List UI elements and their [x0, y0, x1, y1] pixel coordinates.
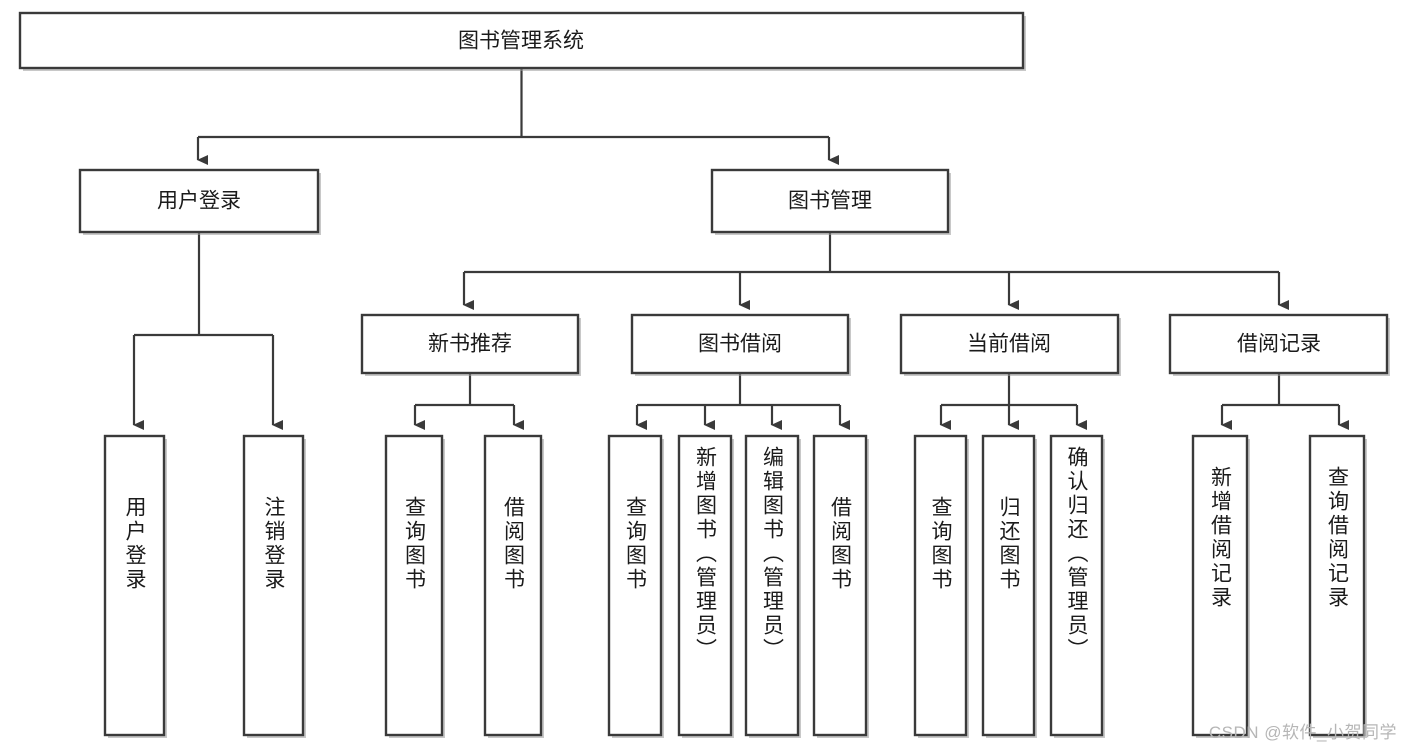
leaf-node-new-book-1[interactable] — [384, 434, 445, 738]
node-book-management[interactable]: 图书管理 — [710, 168, 951, 235]
leaf-node-book-borrow-2[interactable] — [677, 434, 734, 738]
leaf-node-borrow-record-2[interactable] — [1308, 434, 1367, 738]
leaf-node-book-borrow-3[interactable] — [744, 434, 801, 738]
leaf-node-current-borrow-1[interactable] — [913, 434, 969, 738]
leaf-node-user-login-2[interactable] — [242, 434, 306, 738]
connector-layer — [132, 68, 1349, 430]
node-book-borrow[interactable]: 图书借阅 — [630, 313, 851, 376]
csdn-watermark: CSDN @软件_小贺同学 — [1208, 723, 1397, 742]
node-user-login[interactable]: 用户登录 — [78, 168, 321, 235]
leaf-node-new-book-2[interactable] — [483, 434, 544, 738]
node-borrow-record-label: 借阅记录 — [1237, 333, 1321, 356]
node-new-book-recommend[interactable]: 新书推荐 — [360, 313, 581, 376]
leaf-node-user-login-1[interactable] — [103, 434, 167, 738]
node-book-management-label: 图书管理 — [788, 190, 872, 213]
leaf-node-book-borrow-4[interactable] — [812, 434, 869, 738]
node-current-borrow-label: 当前借阅 — [967, 333, 1051, 356]
node-user-login-label: 用户登录 — [157, 190, 241, 213]
node-borrow-record[interactable]: 借阅记录 — [1168, 313, 1390, 376]
node-root-book-management-system[interactable]: 图书管理系统 — [18, 11, 1026, 71]
leaf-node-current-borrow-2[interactable] — [981, 434, 1037, 738]
leaf-node-current-borrow-3[interactable] — [1049, 434, 1105, 738]
leaf-node-book-borrow-1[interactable] — [607, 434, 664, 738]
node-new-book-recommend-label: 新书推荐 — [428, 333, 512, 356]
node-book-borrow-label: 图书借阅 — [698, 333, 782, 356]
node-root-label: 图书管理系统 — [458, 30, 584, 53]
node-current-borrow[interactable]: 当前借阅 — [899, 313, 1121, 376]
leaf-node-borrow-record-1[interactable] — [1191, 434, 1250, 738]
